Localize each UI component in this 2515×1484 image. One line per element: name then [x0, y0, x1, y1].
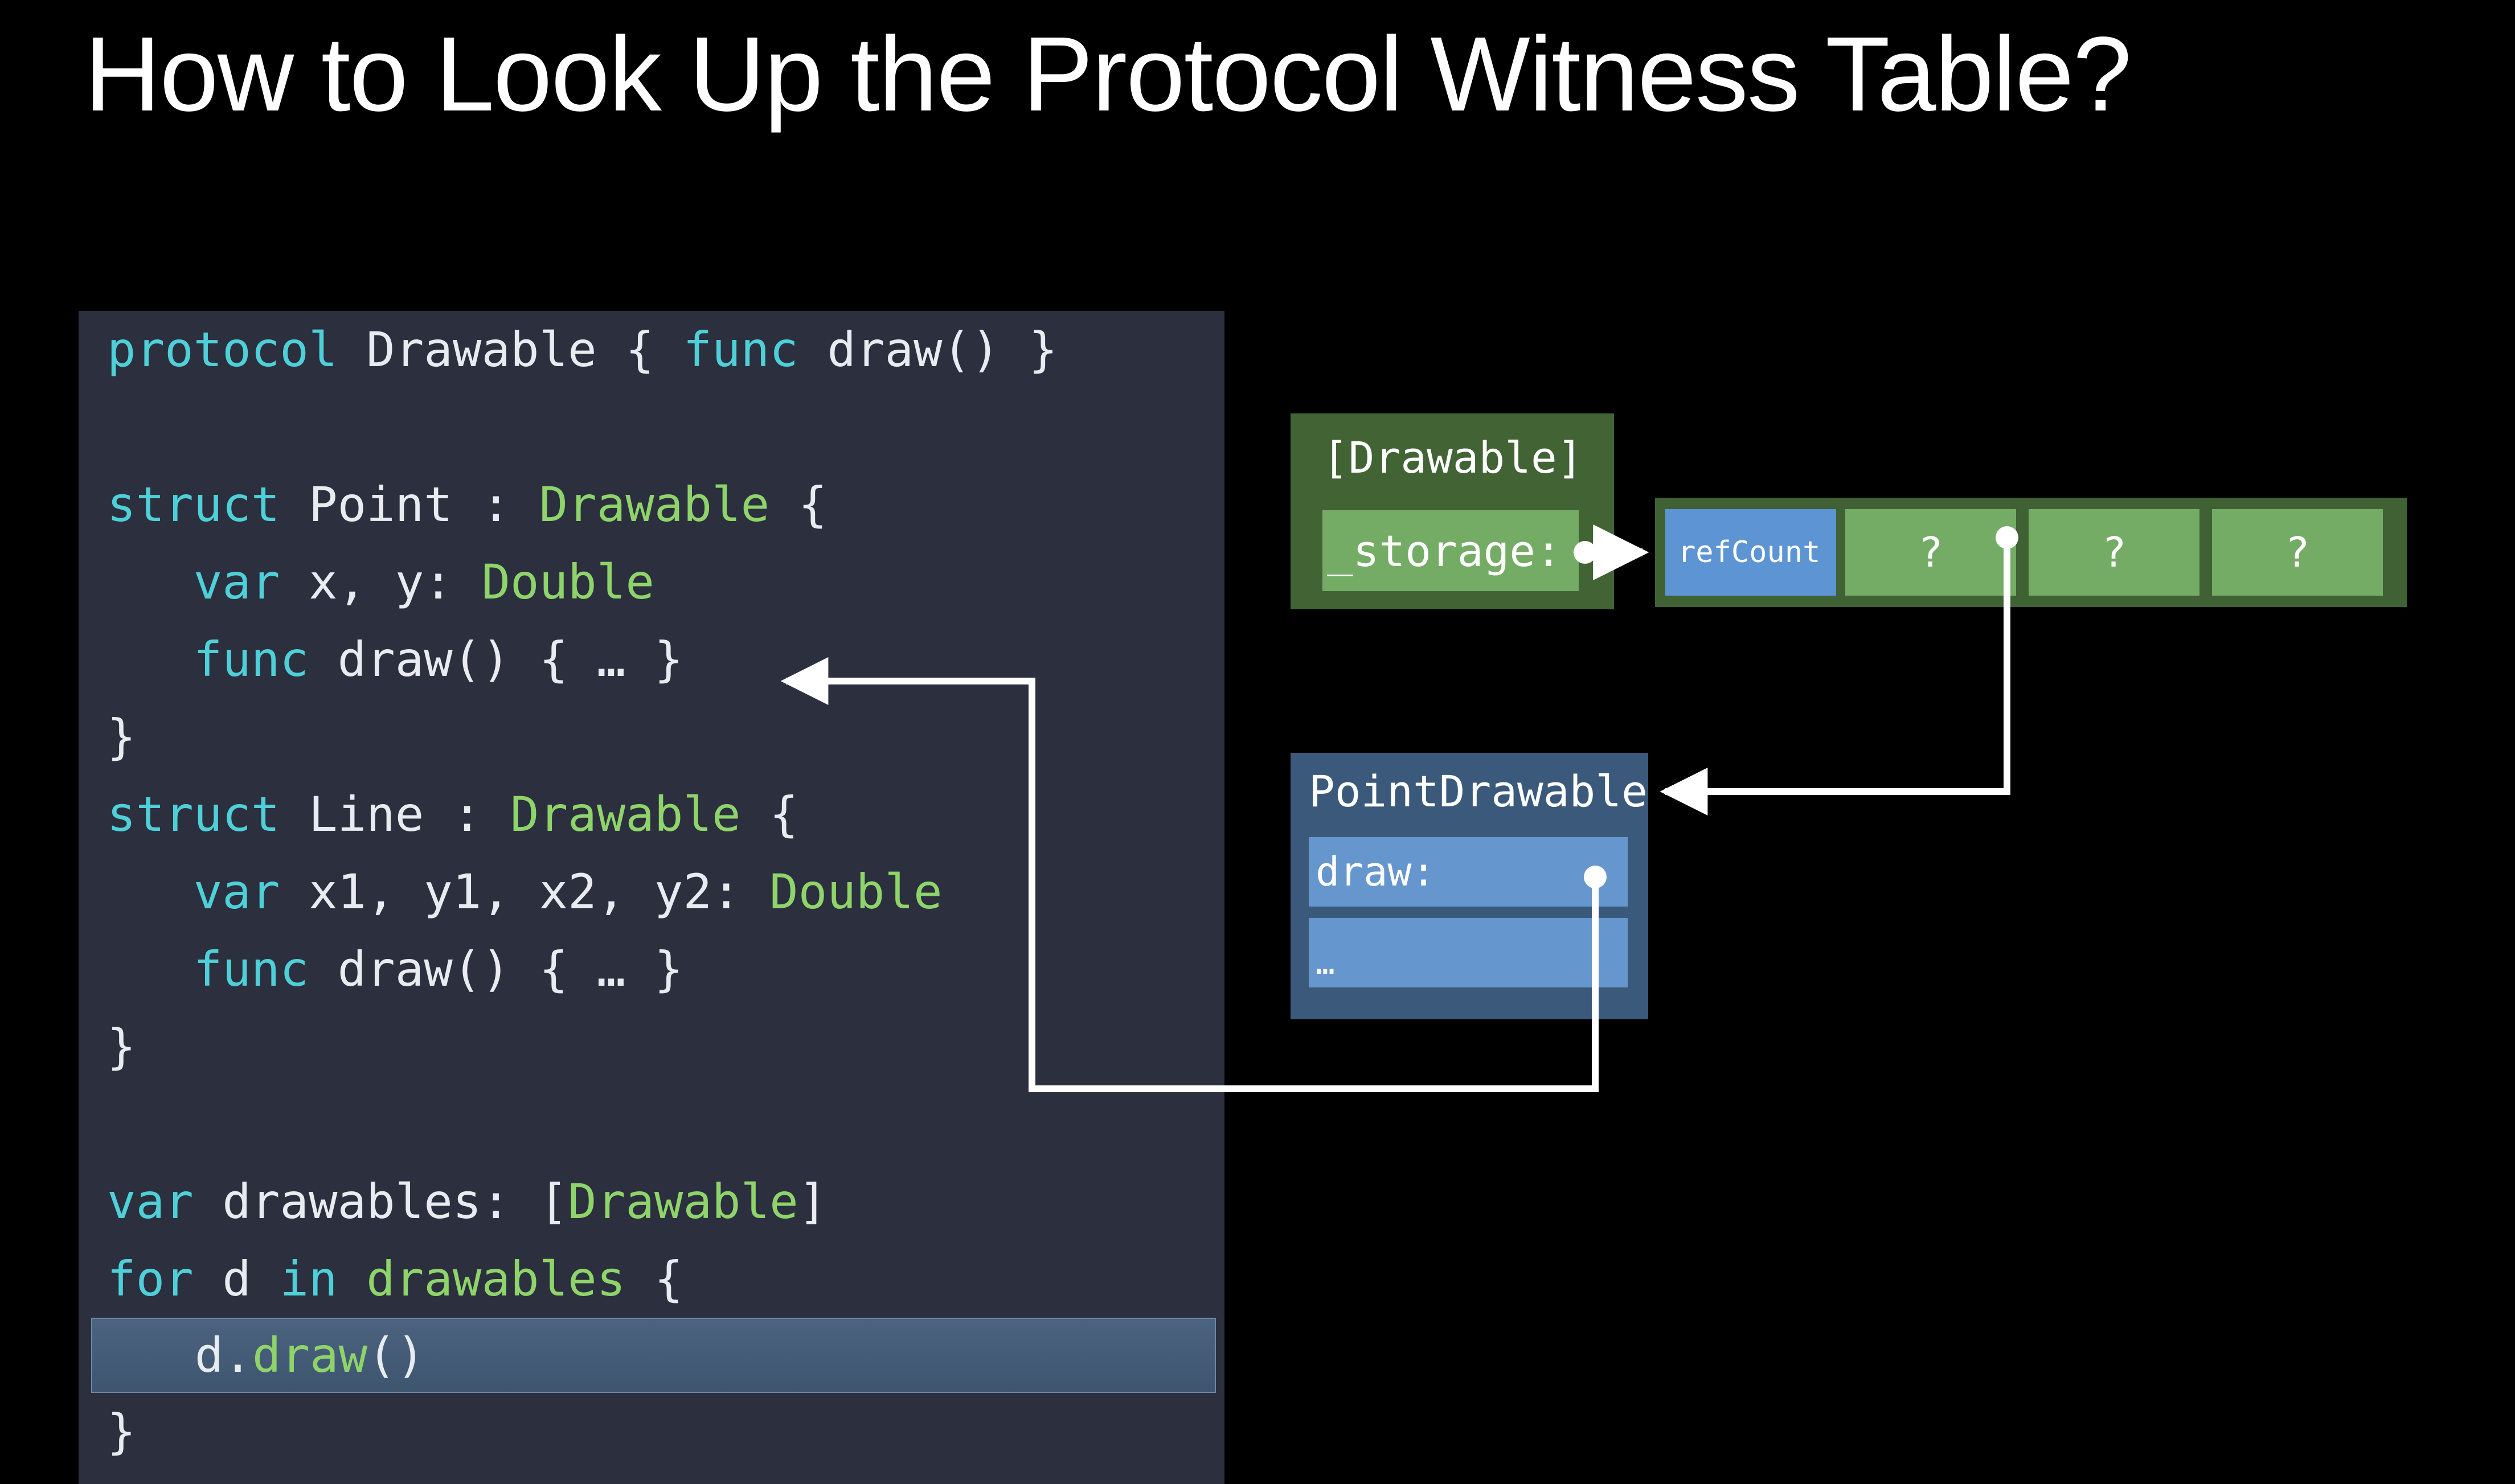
code-token: Drawable — [568, 1174, 798, 1229]
code-token: for — [107, 1251, 194, 1307]
code-line — [79, 1085, 1224, 1163]
code-line: } — [79, 698, 1224, 776]
code-line: func draw() { … } — [79, 621, 1224, 698]
code-line: for d in drawables { — [79, 1240, 1224, 1318]
code-token: draw — [252, 1327, 368, 1383]
heap-buffer-box: refCount ? ? ? — [1655, 498, 2407, 607]
code-token: protocol — [107, 322, 338, 378]
code-line: func draw() { … } — [79, 930, 1224, 1008]
buffer-cell-refcount: refCount — [1665, 509, 1836, 596]
code-token: d — [193, 1251, 280, 1307]
buffer-cell-slot-2: ? — [2212, 509, 2383, 596]
code-token: Drawable — [366, 322, 597, 378]
witness-table-row-ellipsis: … — [1309, 918, 1628, 987]
code-line: protocol Drawable { func draw() } — [79, 311, 1224, 388]
code-token — [338, 1251, 367, 1307]
code-token: var — [193, 554, 280, 610]
existential-container-box: [Drawable] _storage: — [1291, 413, 1614, 609]
code-token — [107, 941, 194, 997]
code-token: func — [193, 632, 309, 687]
code-line: var x, y: Double — [79, 543, 1224, 621]
code-token: struct — [107, 477, 280, 532]
code-token: d. — [108, 1327, 252, 1383]
code-token — [107, 632, 194, 687]
page-title: How to Look Up the Protocol Witness Tabl… — [84, 15, 2132, 133]
code-line: struct Point : Drawable { — [79, 466, 1224, 543]
code-line: var x1, y1, x2, y2: Double — [79, 853, 1224, 930]
code-token: draw() { … } — [309, 941, 683, 997]
buffer-cell-slot-0: ? — [1845, 509, 2016, 596]
code-token — [338, 322, 367, 378]
existential-storage-row: _storage: — [1322, 510, 1579, 591]
code-token — [107, 864, 194, 920]
code-token: { — [740, 786, 798, 842]
code-line-highlighted: d.draw() — [91, 1318, 1216, 1393]
code-line: var drawables: [Drawable] — [79, 1163, 1224, 1240]
code-token: var — [107, 1174, 194, 1229]
code-line-list: protocol Drawable { func draw() } struct … — [79, 311, 1224, 1470]
code-token: { — [625, 1251, 683, 1307]
code-line: } — [79, 1008, 1224, 1085]
code-token: { — [769, 477, 828, 532]
code-token: Double — [481, 554, 654, 610]
code-line — [79, 388, 1224, 466]
code-token: ] — [798, 1174, 828, 1229]
witness-table-row-ellipsis-label: … — [1316, 945, 1335, 982]
code-token: Drawable — [510, 786, 741, 842]
witness-table-row-draw-label: draw: — [1316, 848, 1436, 895]
code-token: draw() { … } — [309, 632, 683, 687]
code-token: struct — [107, 786, 280, 842]
code-token: } — [107, 1404, 136, 1460]
buffer-cell-slot-1: ? — [2029, 509, 2199, 596]
code-token: drawables: [ — [193, 1174, 568, 1229]
code-token: draw() } — [798, 322, 1058, 378]
code-panel: protocol Drawable { func draw() } struct … — [79, 311, 1224, 1484]
code-token: } — [107, 1019, 136, 1075]
code-token: func — [683, 322, 798, 378]
code-token — [107, 554, 194, 610]
code-token: func — [193, 941, 309, 997]
code-token: x1, y1, x2, y2: — [280, 864, 770, 920]
code-token: Line : — [280, 786, 511, 842]
witness-table-row-draw: draw: — [1309, 837, 1628, 907]
code-token: var — [193, 864, 280, 920]
code-token: } — [107, 709, 136, 765]
code-line: struct Line : Drawable { — [79, 776, 1224, 853]
code-token: in — [280, 1251, 338, 1307]
protocol-witness-table-title: PointDrawable — [1309, 766, 1648, 817]
existential-container-title: [Drawable] — [1322, 432, 1583, 483]
code-token: Point : — [280, 477, 539, 532]
code-token: () — [367, 1327, 425, 1383]
code-line: } — [79, 1393, 1224, 1470]
code-token: x, y: — [280, 554, 482, 610]
code-token: Double — [769, 864, 943, 920]
existential-storage-label: _storage: — [1327, 526, 1562, 576]
protocol-witness-table-box: PointDrawable draw: … — [1291, 753, 1648, 1019]
code-token: Drawable — [539, 477, 770, 532]
code-token: drawables — [366, 1251, 626, 1307]
code-token: { — [596, 322, 683, 378]
